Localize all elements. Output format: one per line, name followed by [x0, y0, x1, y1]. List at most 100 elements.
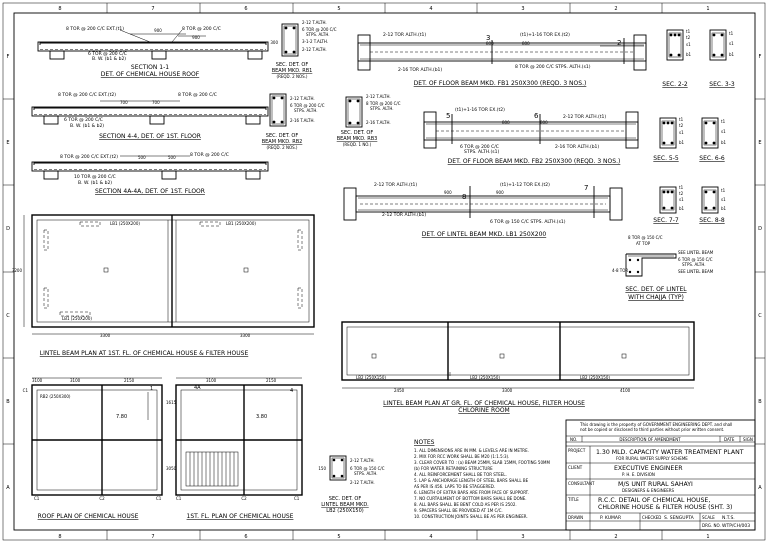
bar-callout: STPS. ALTH.: [294, 108, 318, 113]
section-title: SEC. 3-3: [709, 81, 735, 88]
col-label: 5: [337, 534, 340, 540]
bar-callout: 8 TOR @ 200 C/C: [182, 26, 221, 32]
lintel-beam-lb1-detail: 900 900 8 7 2-12 TOR ALTH.(t1) (t1)+1-12…: [343, 182, 623, 238]
table-header: SIGN: [743, 437, 753, 442]
floor-beam-fb1-detail: 800 800 3 2 2-12 TOR ALTH.(t1) (t1)+1-16…: [357, 32, 647, 87]
section-title: SEC. 6-6: [699, 155, 725, 162]
note-item: 9. SPACERS SHALL BE PROVIDED AT 1M C/C.: [414, 508, 503, 513]
bar-callout: 2-12 T.ALTH.: [302, 47, 327, 52]
section-title: SEC. DET. OF: [276, 62, 309, 68]
consultant-sub: DESIGNERS & ENGINEERS: [622, 488, 675, 493]
section-mark: 8: [462, 193, 466, 201]
bar-tag: t1: [721, 188, 726, 193]
plan-title: LINTEL BEAM PLAN AT GR. FL. OF CHEMICAL …: [383, 400, 585, 407]
drawing-number: WTP/CH/003: [722, 523, 750, 529]
note-item: (b) FOR WATER RETAINING STRUCTURE: [414, 466, 493, 471]
col-label: 1: [706, 6, 709, 12]
scale-value: N.T.S.: [722, 515, 735, 521]
section-title: SECTION 4-4, DET. OF 1ST. FLOOR: [99, 133, 201, 140]
column-tag: C1: [156, 496, 162, 501]
col-label: 4: [429, 534, 432, 540]
bar-callout: 2-12 TOR ALTH.(t1): [563, 114, 606, 120]
bar-callout: B. W. (b1 & b2): [70, 123, 104, 129]
row-label: D: [6, 226, 10, 232]
bar-callout: B. W. (b1 & b2): [78, 180, 112, 186]
dim-text: 3100: [70, 378, 81, 383]
section-mark: 5: [446, 112, 450, 120]
dim-text: 3100: [32, 378, 43, 383]
bar-tag: t1: [721, 119, 726, 124]
dim-text: 900: [444, 190, 452, 195]
drawing-title: CHLORINE HOUSE & FILTER HOUSE (SHT. 3): [598, 504, 732, 511]
bar-callout: 8 TOR @ 200 C/C EXT.(t2): [58, 92, 116, 98]
dim-text: 3300: [502, 388, 513, 393]
drawn-by: P. KUMAR: [600, 515, 621, 521]
section-mark: 6: [534, 112, 539, 120]
note-item: 1. ALL DIMENSIONS ARE IN MM. & LEVELS AR…: [414, 448, 529, 453]
bar-tag: s1: [721, 129, 726, 134]
dim-text: 3050: [166, 466, 177, 471]
bar-callout: B. W. (b1 & b2): [92, 56, 126, 62]
note-item: 6. LENGTH OF EXTRA BARS ARE FROM FACE OF…: [414, 490, 529, 495]
bar-callout: STPS. ALTH.: [370, 106, 394, 111]
bar-callout: 2-12 TOR ALTH.(t1): [374, 182, 417, 188]
dim-text: 900: [154, 28, 162, 33]
dim-text: 2450: [394, 388, 405, 393]
column-tag: C1: [34, 496, 40, 501]
col-label: 8: [58, 6, 61, 12]
bar-callout: 6 TOR @ 150 C/C STPS. ALTH.(s1): [490, 219, 566, 225]
section-title: (REQD. 1 NO.): [343, 142, 372, 147]
lintel-beam-lb2-section: 150 2-12 T.ALTH. 6 TOR @ 150 C/C STPS. A…: [318, 455, 385, 514]
section-title: SEC. DET. OF: [329, 496, 362, 502]
bar-callout: 8 TOR @ 200 C/C: [366, 101, 401, 106]
bar-tag: s1: [679, 197, 684, 202]
dim-text: 3200: [12, 268, 23, 273]
table-header: NO.: [570, 437, 577, 442]
bar-callout: 8 TOR @ 150 C/C: [628, 235, 663, 240]
bar-callout: 6 TOR @ 200 C/C: [290, 103, 325, 108]
notes-block: NOTES 1. ALL DIMENSIONS ARE IN MM. & LEV…: [414, 439, 550, 519]
beam-rb1-section: 300 2-12 T.ALTH. 6 TOR @ 200 C/C STPS. A…: [270, 20, 336, 79]
bar-tag: t2: [686, 35, 691, 40]
col-label: 1: [706, 534, 709, 540]
beam-rb3-section: 2-12 T.ALTH. 8 TOR @ 200 C/C STPS. ALTH.…: [337, 94, 401, 147]
column-tag: C2: [241, 496, 247, 501]
bar-callout: 4-8 TOR: [612, 268, 628, 273]
col-label: 6: [244, 6, 247, 12]
section-8-8: t1 s1 b1 SEC. 8-8: [699, 186, 727, 224]
beam-tag: LB1 (250X200): [110, 221, 140, 226]
section-3-3: t1 s1 b1 SEC. 3-3: [709, 29, 735, 88]
section-title: SEC. DET. OF: [266, 133, 299, 139]
note-item: 5. LAP & ANCHORAGE LENGTH OF STEEL BARS …: [414, 478, 529, 483]
beam-tag: LB2 (250X150): [356, 375, 386, 380]
note-item: AS PER IS 456. LAPS TO BE STAGGERED.: [414, 484, 495, 489]
dim-text: 4100: [620, 388, 631, 393]
dim-text: 300: [270, 40, 278, 45]
project-name: 1.30 MLD. CAPACITY WATER TREATMENT PLANT: [596, 449, 744, 456]
row-label: F: [759, 54, 762, 60]
section-1-1-detail: 900 900 8 TOR @ 200 C/C EXT.(t1) 8 TOR @…: [37, 26, 269, 78]
note-item: 2. MIX FOR RCC WORK SHALL BE M20 (1:1.5:…: [414, 454, 509, 459]
col-label: 7: [151, 534, 154, 540]
column-tag: C1: [294, 496, 300, 501]
bar-callout: 8 TOR @ 200 C/C EXT.(t1): [66, 26, 124, 32]
row-label: A: [758, 485, 762, 491]
dim-text: 2150: [124, 378, 135, 383]
level-tag: 3.80: [256, 414, 267, 420]
beam-tag: LB2 (250X150): [580, 375, 610, 380]
bar-callout: STPS. ALTH.: [682, 262, 706, 267]
bar-tag: s1: [721, 197, 726, 202]
bar-callout: 10 TOR @ 200 C/C: [74, 174, 116, 180]
dim-text: 500: [168, 155, 176, 160]
plan-title: 1ST. FL. PLAN OF CHEMICAL HOUSE: [187, 513, 294, 520]
bar-callout: (t1)+1-16 TOR EX.(t2): [455, 107, 505, 113]
project-sub: FOR RURAL WATER SUPPLY SCHEME: [616, 456, 688, 461]
dim-text: 500: [138, 155, 146, 160]
bar-callout: 6 TOR @ 150 C/C: [678, 257, 713, 262]
row-label: E: [6, 140, 9, 146]
bar-tag: b1: [721, 140, 727, 145]
col-label: 7: [151, 6, 154, 12]
